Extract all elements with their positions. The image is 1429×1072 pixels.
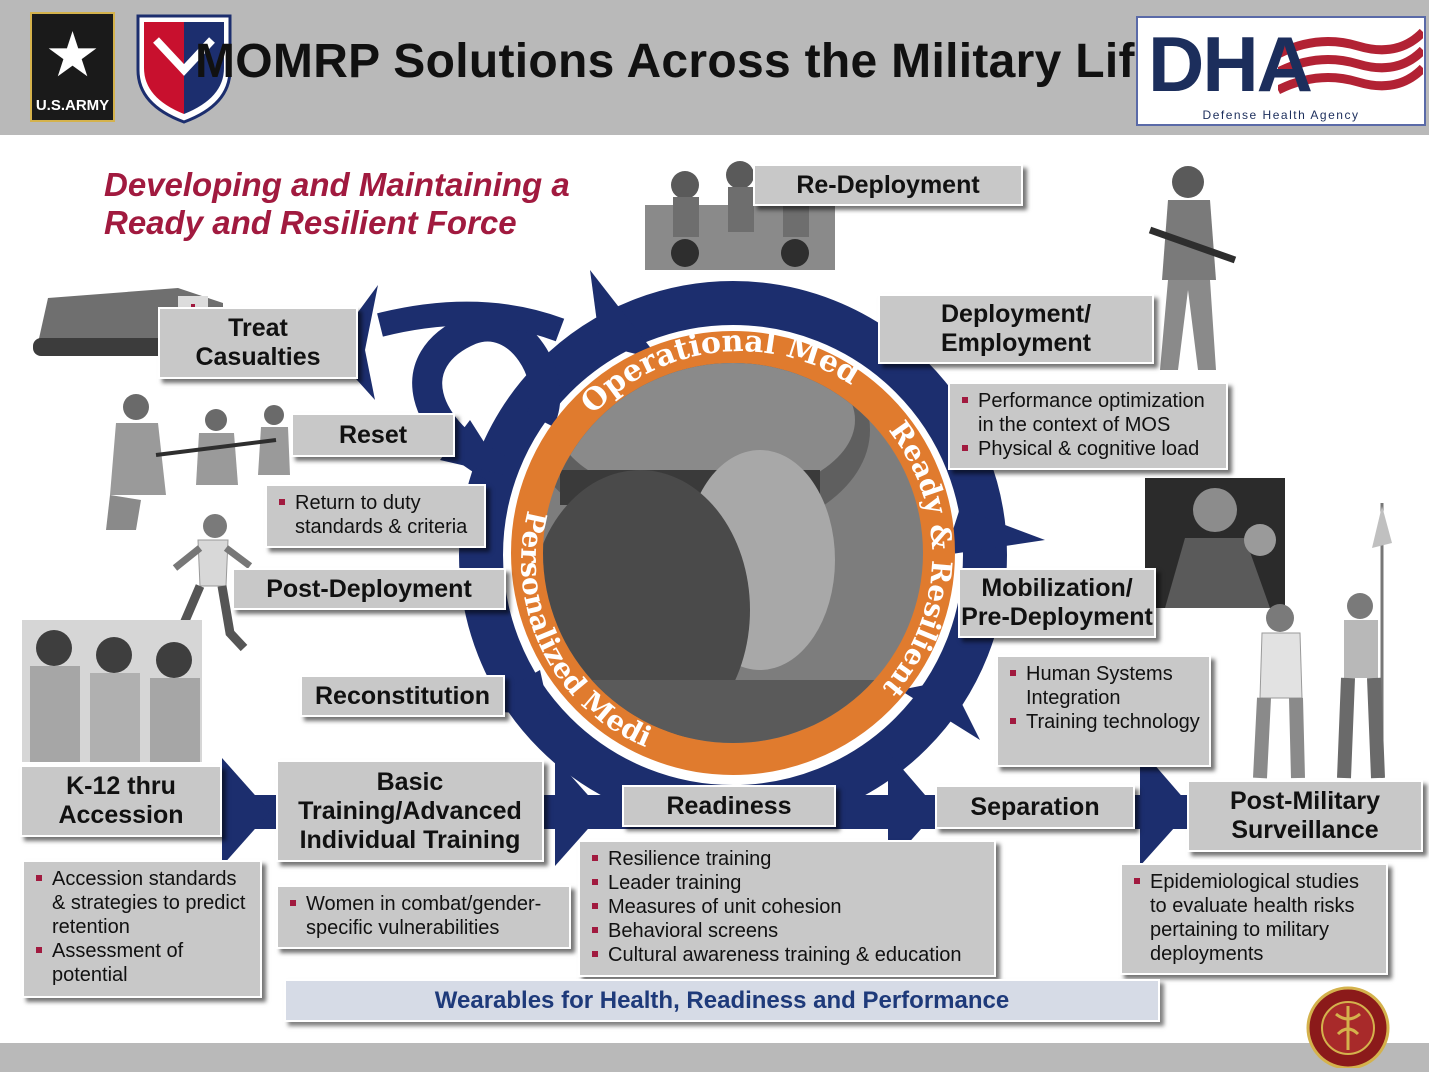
- us-army-logo: ★ U.S.ARMY: [30, 12, 115, 122]
- medic-care-photo: [1145, 478, 1285, 608]
- reset-bullets: Return to duty standards & criteria: [265, 484, 486, 548]
- ring-arrowhead-top: [590, 270, 660, 360]
- slide-subtitle: Developing and Maintaining a Ready and R…: [104, 166, 570, 242]
- stage-mobilization: Mobilization/ Pre-Deployment: [958, 568, 1156, 638]
- project-sustain-emblem: [1288, 978, 1408, 1068]
- subtitle-line-2: Ready and Resilient Force: [104, 204, 517, 241]
- stage-basic-training: Basic Training/Advanced Individual Train…: [276, 760, 544, 862]
- deployment-bullets: Performance optimization in the context …: [948, 382, 1228, 470]
- flow-arrow-1: [222, 758, 270, 866]
- reset-arrowhead: [440, 420, 505, 475]
- stage-reconstitution: Reconstitution: [300, 675, 505, 717]
- flow-arrow-2: [555, 758, 603, 866]
- post-military-bullet-1: Epidemiological studies to evaluate heal…: [1132, 870, 1378, 966]
- mobilization-bullet-2: Training technology: [1008, 710, 1201, 734]
- deployment-bullet-1: Performance optimization in the context …: [960, 389, 1218, 437]
- readiness-bullet-4: Behavioral screens: [590, 919, 986, 943]
- stage-redeployment: Re-Deployment: [753, 164, 1023, 206]
- basic-bullets: Women in combat/gender-specific vulnerab…: [276, 885, 571, 949]
- veterans-golf-photo: [1232, 498, 1427, 783]
- stage-treat-casualties: Treat Casualties: [158, 307, 358, 379]
- basic-bullet-1: Women in combat/gender-specific vulnerab…: [288, 892, 561, 940]
- readiness-bullet-2: Leader training: [590, 871, 986, 895]
- page-title: MOMRP Solutions Across the Military Life…: [195, 35, 1284, 88]
- flow-arrow-3: [888, 752, 938, 866]
- armed-soldier-photo: [1140, 160, 1240, 380]
- dha-subtitle: Defense Health Agency: [1202, 108, 1360, 122]
- deployment-bullet-2: Physical & cognitive load: [960, 437, 1218, 461]
- readiness-bullets: Resilience training Leader training Meas…: [578, 840, 996, 977]
- stage-separation: Separation: [935, 785, 1135, 829]
- post-military-bullets: Epidemiological studies to evaluate heal…: [1120, 863, 1388, 975]
- ring-arrowhead-lower-right: [900, 680, 980, 740]
- k12-bullet-2: Assessment of potential: [34, 939, 252, 987]
- mobilization-bullets: Human Systems Integration Training techn…: [996, 655, 1211, 767]
- flow-arrow-4: [1140, 748, 1192, 866]
- wearables-bar: Wearables for Health, Readiness and Perf…: [284, 979, 1160, 1022]
- soldiers-kneeling-photo: [96, 385, 291, 535]
- reset-bullet-1: Return to duty standards & criteria: [277, 491, 476, 539]
- dha-logo: DHA Defense Health Agency: [1136, 16, 1426, 126]
- army-logo-text: U.S.ARMY: [35, 97, 110, 114]
- subtitle-line-1: Developing and Maintaining a: [104, 166, 570, 203]
- readiness-bullet-5: Cultural awareness training & education: [590, 943, 986, 967]
- ring-arrowhead-right: [945, 508, 1045, 555]
- dha-letters: DHA: [1148, 20, 1313, 108]
- army-star-icon: ★: [44, 18, 101, 91]
- recruits-photo: [22, 620, 202, 762]
- stage-post-deployment: Post-Deployment: [232, 568, 506, 610]
- readiness-bullet-1: Resilience training: [590, 847, 986, 871]
- k12-bullets: Accession standards & strategies to pred…: [22, 860, 262, 998]
- stage-deployment: Deployment/ Employment: [878, 294, 1154, 364]
- orange-ring: [511, 331, 955, 775]
- stage-k12-accession: K-12 thru Accession: [20, 765, 222, 837]
- stage-readiness: Readiness: [622, 785, 836, 827]
- mobilization-bullet-1: Human Systems Integration: [1008, 662, 1201, 710]
- stage-post-military: Post-Military Surveillance: [1187, 780, 1423, 852]
- k12-bullet-1: Accession standards & strategies to pred…: [34, 867, 252, 939]
- readiness-bullet-3: Measures of unit cohesion: [590, 895, 986, 919]
- stage-reset: Reset: [291, 413, 455, 457]
- amedd-shield-logo: [134, 10, 234, 125]
- footer-bar: [0, 1043, 1429, 1072]
